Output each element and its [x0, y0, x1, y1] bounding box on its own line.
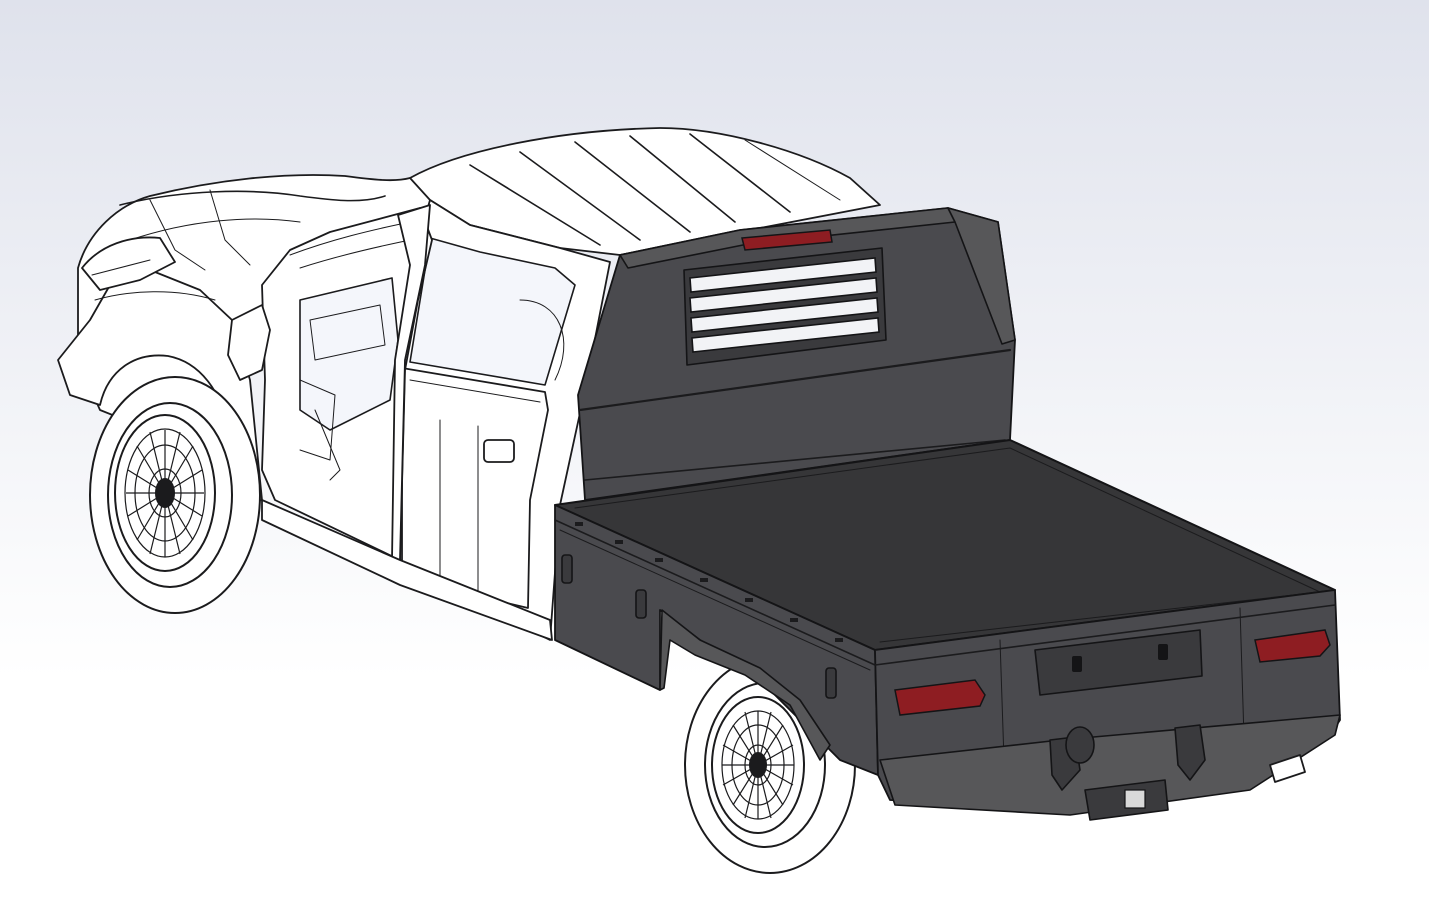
tow-hook-right	[1174, 724, 1206, 781]
side-mirror	[227, 304, 271, 381]
third-brake-light	[741, 229, 833, 251]
side-marker-front	[561, 554, 573, 584]
hitch-receiver-opening	[1124, 789, 1146, 809]
tail-light-right	[1254, 629, 1331, 663]
round-mount	[1065, 726, 1095, 764]
rocker-panel	[261, 499, 553, 641]
flatbed	[554, 207, 1341, 821]
rear-door-window	[409, 237, 576, 386]
louver-slats	[689, 257, 880, 353]
front-fender	[57, 269, 263, 506]
front-wheel	[89, 376, 261, 614]
tail-light-left	[894, 679, 986, 716]
side-marker-mid	[635, 589, 647, 619]
plate-light-left	[1072, 656, 1082, 672]
stake-pockets	[575, 522, 843, 642]
side-marker-rear	[825, 667, 837, 699]
rear-door-handle	[483, 439, 515, 463]
headache-rack-side	[947, 207, 1016, 345]
rear-wheel-well	[659, 609, 831, 761]
headlight	[81, 236, 176, 291]
cab-roof	[409, 127, 881, 256]
front-hub	[155, 478, 175, 508]
exhaust-pipe	[1269, 754, 1306, 783]
interior-panel	[299, 277, 399, 431]
plate-light-right	[1158, 644, 1168, 660]
rear-hub	[749, 752, 767, 778]
